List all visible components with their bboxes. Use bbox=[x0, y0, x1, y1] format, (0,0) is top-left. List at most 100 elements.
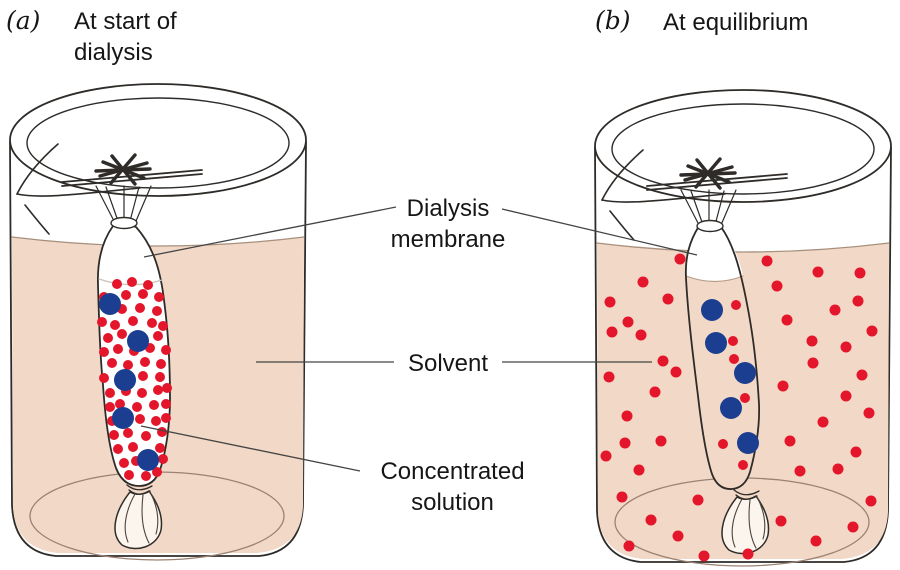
panel-a-title-line1: At start of bbox=[74, 8, 177, 35]
small-molecule-dot bbox=[840, 390, 852, 402]
beaker-b-rim-inner bbox=[611, 103, 875, 195]
leader-membrane-left bbox=[143, 206, 397, 258]
dialysis-bag-b-fill bbox=[685, 223, 760, 490]
small-molecule-dot bbox=[135, 414, 145, 424]
small-molecule-dot bbox=[847, 521, 859, 533]
beaker-b-rim-outer bbox=[594, 89, 892, 203]
small-molecule-dot bbox=[850, 446, 862, 458]
small-molecule-dot bbox=[161, 345, 171, 355]
small-molecule-dot bbox=[623, 540, 635, 552]
small-molecule-dot bbox=[123, 428, 133, 438]
small-molecule-dot bbox=[113, 444, 123, 454]
small-molecule-dot bbox=[854, 267, 866, 279]
small-molecule-dot bbox=[840, 341, 852, 353]
small-molecule-dot bbox=[698, 550, 710, 562]
bag-b-empty-top bbox=[685, 223, 743, 282]
bag-a-neck-cuff bbox=[110, 216, 138, 230]
small-molecule-dot bbox=[729, 354, 739, 364]
small-molecule-dot bbox=[155, 443, 165, 453]
small-molecule-dot bbox=[137, 388, 147, 398]
beaker-a-spout bbox=[16, 143, 141, 235]
small-molecule-dot bbox=[141, 471, 151, 481]
small-molecule-dot bbox=[761, 255, 773, 267]
small-molecule-dot bbox=[738, 460, 748, 470]
small-molecule-dot bbox=[135, 303, 145, 313]
small-molecule-dot bbox=[863, 407, 875, 419]
small-molecule-dot bbox=[157, 427, 167, 437]
small-molecule-dot bbox=[119, 458, 129, 468]
small-molecule-dot bbox=[105, 402, 115, 412]
small-molecule-dot bbox=[672, 530, 684, 542]
small-molecule-dot bbox=[112, 279, 122, 289]
small-molecule-dot bbox=[777, 380, 789, 392]
small-molecule-dot bbox=[810, 535, 822, 547]
small-molecule-dot bbox=[152, 306, 162, 316]
bag-a-neck-ties bbox=[95, 185, 152, 222]
small-molecule-dot bbox=[635, 329, 647, 341]
small-molecule-dot bbox=[655, 435, 667, 447]
beaker-a-solvent-surface-line bbox=[11, 236, 305, 247]
beaker-a-glass-wall bbox=[9, 141, 307, 557]
beaker-b-spout bbox=[601, 149, 726, 241]
leader-membrane-right bbox=[501, 208, 698, 256]
small-molecule-dot bbox=[812, 266, 824, 278]
beaker-b bbox=[594, 89, 892, 567]
label-concentrated-line2: solution bbox=[411, 489, 494, 516]
bag-b-neck-cuff bbox=[696, 219, 724, 233]
small-molecule-dot bbox=[866, 325, 878, 337]
small-molecule-dot bbox=[692, 494, 704, 506]
small-molecule-dot bbox=[637, 276, 649, 288]
small-molecule-dot bbox=[123, 360, 133, 370]
label-solvent: Solvent bbox=[407, 350, 489, 377]
small-molecule-dot bbox=[140, 357, 150, 367]
beaker-a bbox=[9, 83, 307, 561]
small-molecule-dot bbox=[124, 470, 134, 480]
small-molecule-dot bbox=[621, 410, 633, 422]
small-molecule-dot bbox=[807, 357, 819, 369]
knot-b bbox=[679, 157, 737, 190]
knot-a bbox=[94, 153, 152, 186]
small-molecule-dot bbox=[662, 293, 674, 305]
beaker-b-solvent-small-molecules bbox=[600, 253, 878, 562]
small-molecule-dot bbox=[149, 400, 159, 410]
large-molecule-dot bbox=[114, 369, 136, 391]
large-molecule-dot bbox=[112, 407, 134, 429]
small-molecule-dot bbox=[128, 442, 138, 452]
small-molecule-dot bbox=[832, 463, 844, 475]
small-molecule-dot bbox=[162, 383, 172, 393]
small-molecule-dot bbox=[105, 388, 115, 398]
beaker-a-rim-outer bbox=[9, 83, 307, 197]
small-molecule-dot bbox=[109, 430, 119, 440]
small-molecule-dot bbox=[143, 280, 153, 290]
small-molecule-dot bbox=[794, 465, 806, 477]
bag-b-neck-ties bbox=[680, 189, 737, 226]
small-molecule-dot bbox=[742, 548, 754, 560]
large-molecule-dot bbox=[99, 293, 121, 315]
small-molecule-dot bbox=[606, 326, 618, 338]
small-molecule-dot bbox=[633, 464, 645, 476]
small-molecule-dot bbox=[103, 333, 113, 343]
small-molecule-dot bbox=[99, 347, 109, 357]
large-molecule-dot bbox=[737, 432, 759, 454]
small-molecule-dot bbox=[784, 435, 796, 447]
large-molecule-dot bbox=[127, 330, 149, 352]
small-molecule-dot bbox=[151, 416, 161, 426]
small-molecule-dot bbox=[616, 491, 628, 503]
small-molecule-dot bbox=[158, 321, 168, 331]
small-molecule-dot bbox=[852, 295, 864, 307]
leader-concentrated bbox=[140, 425, 361, 472]
small-molecule-dot bbox=[107, 358, 117, 368]
small-molecule-dot bbox=[155, 372, 165, 382]
small-molecule-dot bbox=[600, 450, 612, 462]
small-molecule-dot bbox=[856, 369, 868, 381]
label-dialysis-membrane-line2: membrane bbox=[390, 226, 506, 253]
small-molecule-dot bbox=[152, 467, 162, 477]
small-molecule-dot bbox=[674, 253, 686, 265]
panel-b-title: At equilibrium bbox=[663, 9, 809, 36]
small-molecule-dot bbox=[154, 292, 164, 302]
small-molecule-dot bbox=[771, 280, 783, 292]
beaker-a-rim-inner bbox=[26, 97, 290, 189]
small-molecule-dot bbox=[97, 317, 107, 327]
